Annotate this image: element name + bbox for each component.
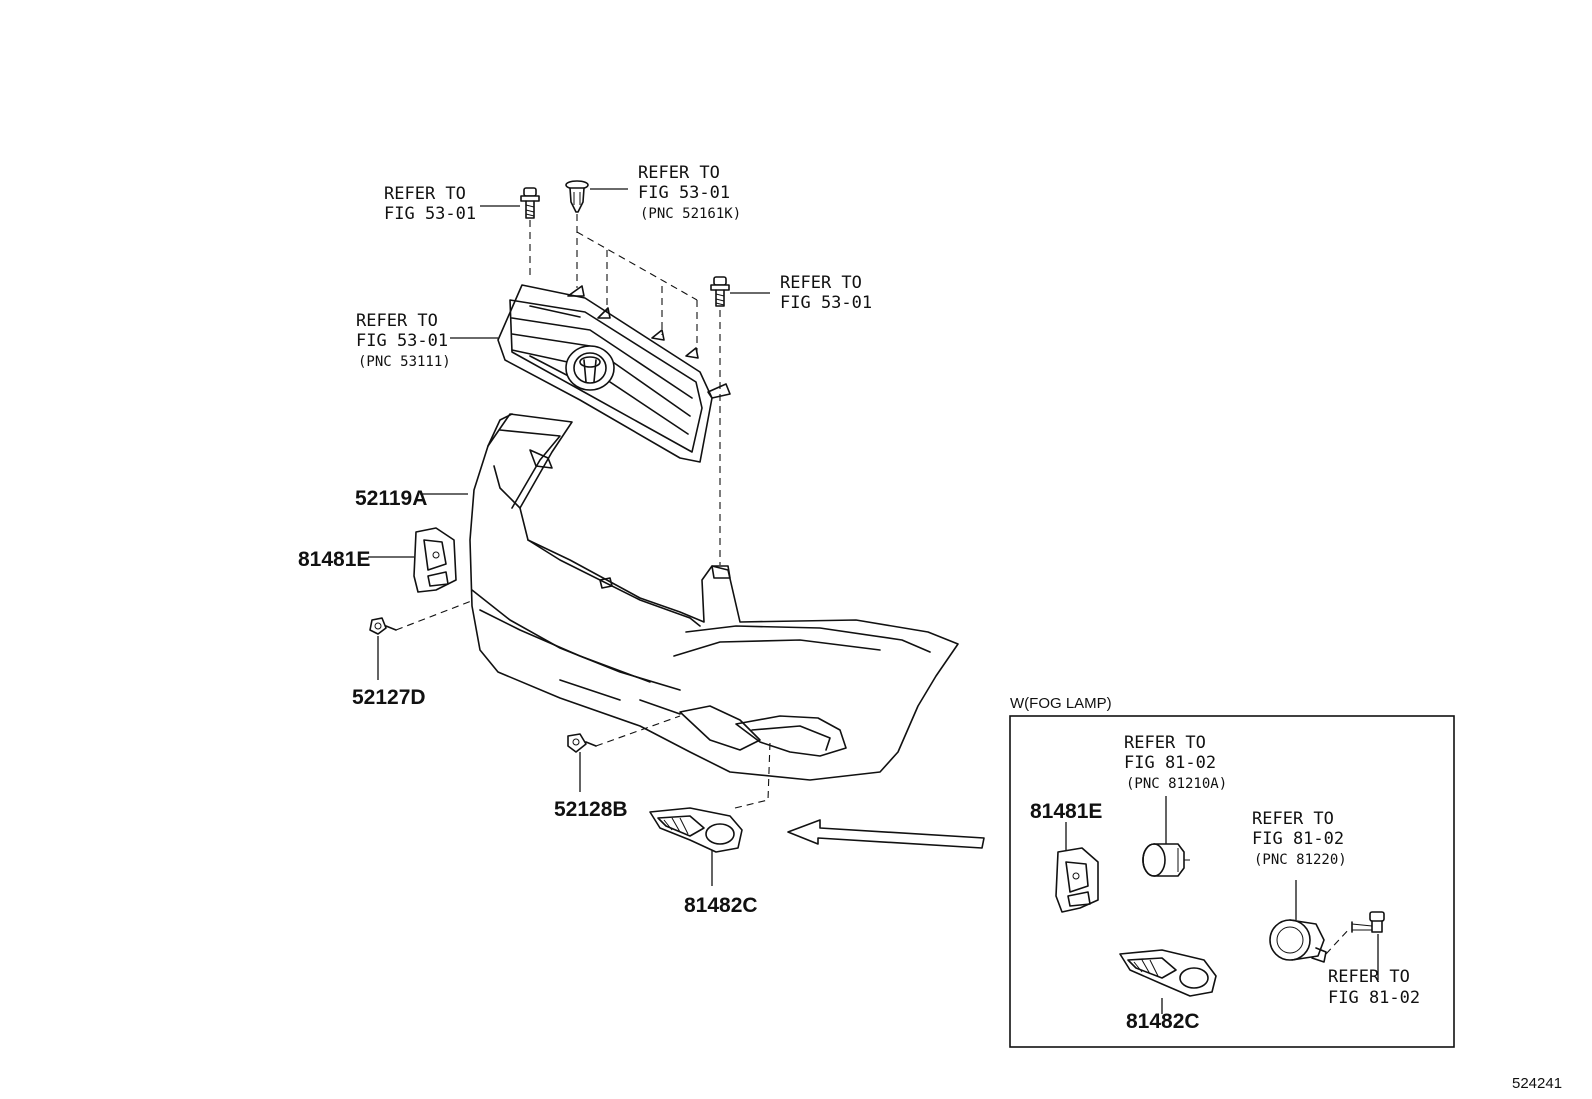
clip-top-icon <box>565 180 589 213</box>
callout-clip-top-line3: (PNC 52161K) <box>640 206 741 222</box>
callout-grille-line3: (PNC 53111) <box>358 354 451 370</box>
callout-grille-line1: REFER TO <box>356 311 438 331</box>
fog-screw-icon <box>1351 911 1385 933</box>
part-number-52127d: 52127D <box>352 686 426 709</box>
bolt-top-right-icon <box>710 276 730 307</box>
callout-fog-lamp-line1: REFER TO <box>1252 809 1334 829</box>
part-number-81481e: 81481E <box>298 548 370 571</box>
callout-bolt-left-line2: FIG 53-01 <box>384 204 476 224</box>
callout-fog-bulb-line2: FIG 81-02 <box>1124 753 1216 773</box>
callout-bolt-left-line1: REFER TO <box>384 184 466 204</box>
inset-retainer-icon <box>1055 847 1099 913</box>
radiator-grille-icon <box>497 284 731 463</box>
callout-fog-bulb-line1: REFER TO <box>1124 733 1206 753</box>
front-bumper-cover-icon <box>469 413 959 781</box>
callout-fog-lamp-line3: (PNC 81220) <box>1254 852 1347 868</box>
inset-fog-bezel-icon <box>1119 949 1217 997</box>
callout-bolt-right-line1: REFER TO <box>780 273 862 293</box>
part-number-52128b: 52128B <box>554 798 628 821</box>
bolt-top-left-icon <box>520 187 540 219</box>
fog-bezel-icon <box>649 807 743 853</box>
inset-title: W(FOG LAMP) <box>1010 695 1112 712</box>
callout-fog-bulb-line3: (PNC 81210A) <box>1126 776 1227 792</box>
callout-bolt-right-line2: FIG 53-01 <box>780 293 872 313</box>
arrow-to-inset-icon <box>787 819 985 849</box>
callout-clip-top-line1: REFER TO <box>638 163 720 183</box>
clip-52128b-icon <box>567 733 597 753</box>
figure-id: 524241 <box>1512 1075 1562 1092</box>
part-number-inset-81482c: 81482C <box>1126 1010 1200 1033</box>
callout-grille-line2: FIG 53-01 <box>356 331 448 351</box>
part-number-inset-81481e: 81481E <box>1030 800 1102 823</box>
callout-fog-lamp-line2: FIG 81-02 <box>1252 829 1344 849</box>
part-number-52119a: 52119A <box>355 487 427 510</box>
fog-bulb-icon <box>1142 843 1190 877</box>
callout-fog-screw-line2: FIG 81-02 <box>1328 988 1420 1008</box>
fog-lamp-icon <box>1269 919 1327 963</box>
callout-clip-top-line2: FIG 53-01 <box>638 183 730 203</box>
part-number-81482c: 81482C <box>684 894 758 917</box>
clip-52127d-icon <box>369 617 397 635</box>
retainer-left-icon <box>413 527 457 593</box>
callout-fog-screw-line1: REFER TO <box>1328 967 1410 987</box>
fog-lamp-inset-box <box>1009 715 1455 1048</box>
